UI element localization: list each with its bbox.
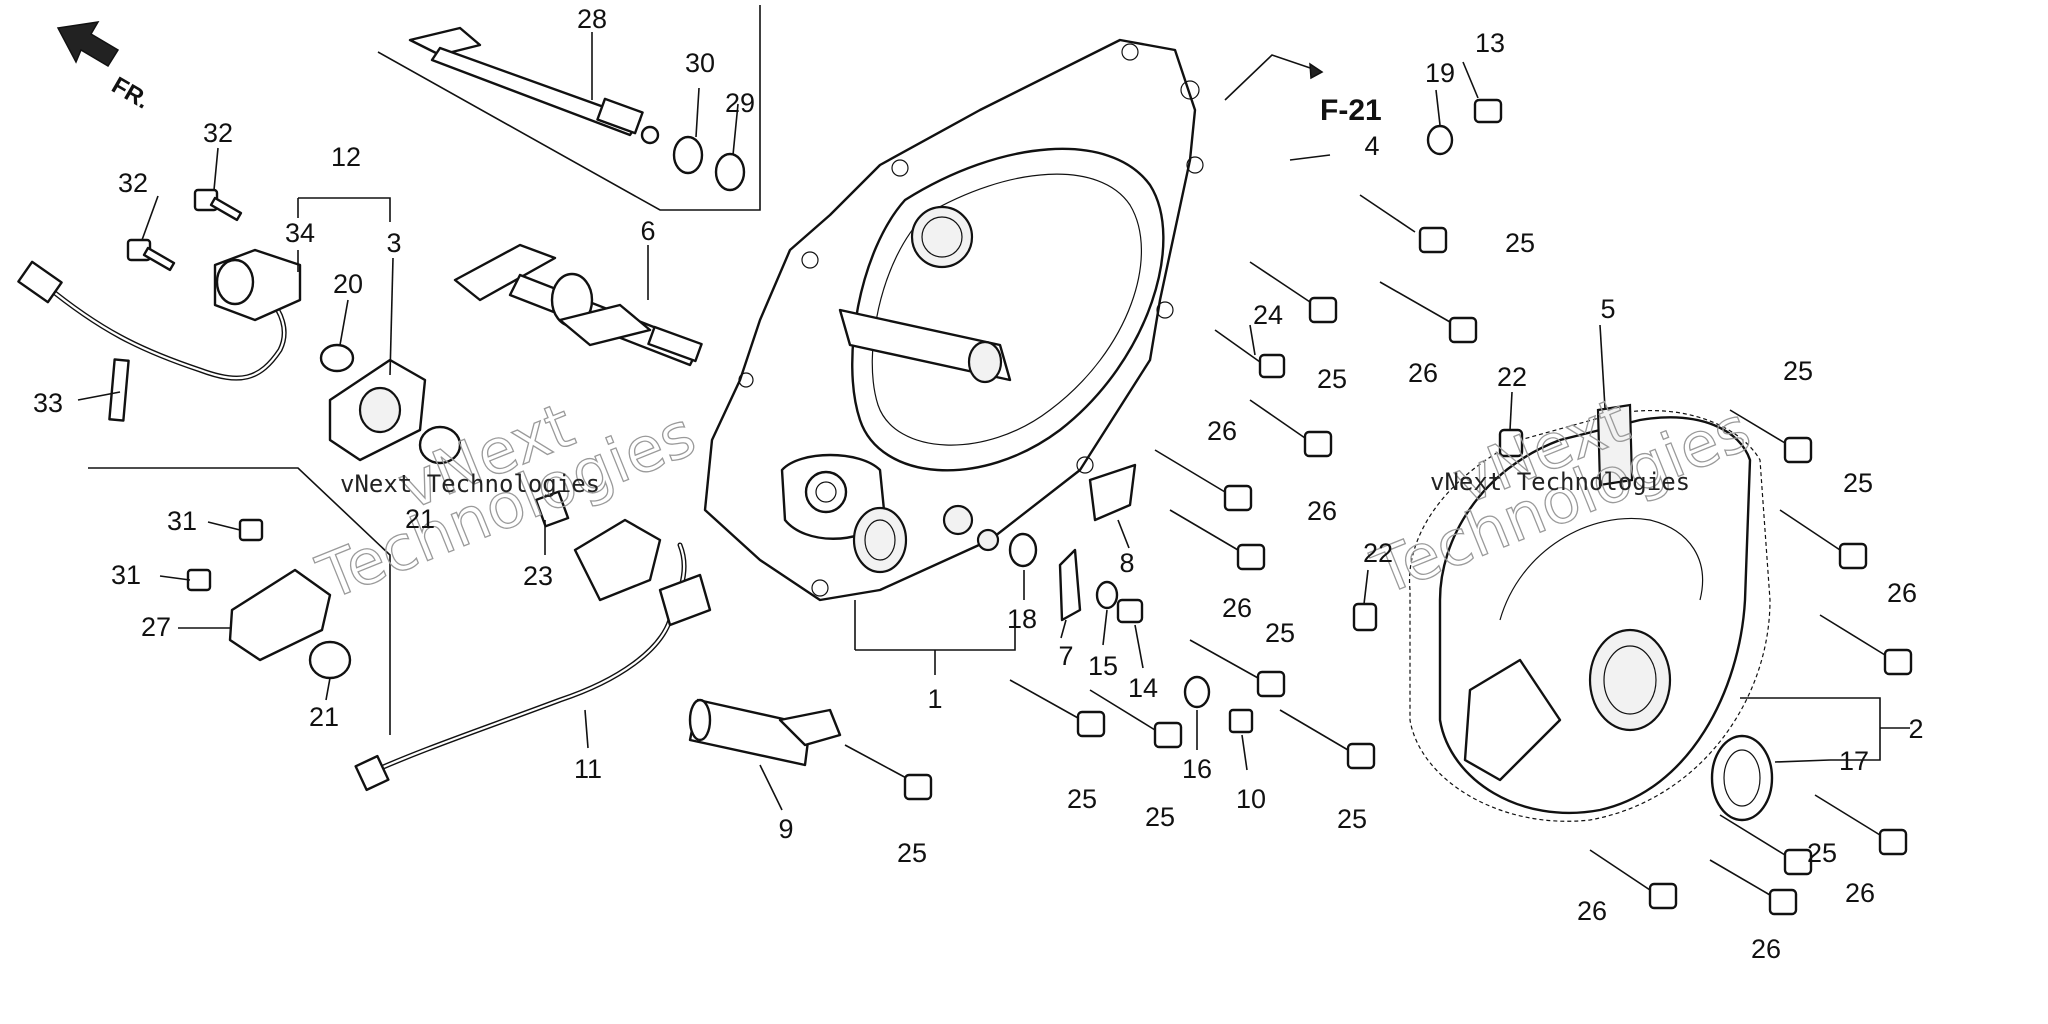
callout-20: 20 <box>333 269 363 299</box>
callout-13: 13 <box>1475 28 1505 58</box>
callout-10: 10 <box>1236 784 1266 814</box>
callout-7: 7 <box>1058 641 1073 671</box>
bolt-parts <box>844 194 1913 916</box>
callout-26-a: 26 <box>1408 358 1438 388</box>
callout-26-d: 26 <box>1222 593 1252 623</box>
callout-25-a: 25 <box>1505 228 1535 258</box>
callout-27: 27 <box>141 612 171 642</box>
callout-1: 1 <box>927 684 942 714</box>
callout-21-lower: 21 <box>309 702 339 732</box>
solenoid-part <box>354 490 712 792</box>
callout-17: 17 <box>1839 746 1869 776</box>
callout-26-h: 26 <box>1751 934 1781 964</box>
callout-12: 12 <box>331 142 361 172</box>
reference-label: F-21 <box>1320 94 1382 127</box>
callout-32-left: 32 <box>118 168 148 198</box>
watermark-small-left: vNext Technologies <box>340 470 600 498</box>
callout-33: 33 <box>33 388 63 418</box>
callout-26-e: 26 <box>1887 578 1917 608</box>
small-hardware-parts <box>1008 98 1503 734</box>
pipe-part <box>688 698 842 767</box>
callout-30: 30 <box>685 48 715 78</box>
callout-4: 4 <box>1364 131 1379 161</box>
main-housing-part <box>703 38 1204 602</box>
callout-25-j: 25 <box>1807 838 1837 868</box>
cover-plate-part <box>186 518 332 662</box>
collar-part <box>308 343 462 680</box>
section-dividers <box>88 5 761 735</box>
callout-21-upper: 21 <box>405 504 435 534</box>
callout-22-lower: 22 <box>1363 538 1393 568</box>
callout-labels: 28 30 29 32 32 12 34 3 20 6 33 21 31 31 … <box>33 4 1924 964</box>
watermark-small-right: vNext Technologies <box>1430 468 1690 496</box>
callout-32-top: 32 <box>203 118 233 148</box>
callout-25-g: 25 <box>897 838 927 868</box>
callout-34: 34 <box>285 218 315 248</box>
callout-25-e: 25 <box>1145 802 1175 832</box>
callout-26-c: 26 <box>1307 496 1337 526</box>
callout-11: 11 <box>574 754 602 784</box>
callout-22-upper: 22 <box>1497 362 1527 392</box>
shift-rod-part <box>408 26 660 145</box>
leader-lines <box>77 32 1910 811</box>
callout-25-b: 25 <box>1317 364 1347 394</box>
bracket-parts <box>1058 463 1137 622</box>
callout-9: 9 <box>778 814 793 844</box>
speed-sensor-part <box>17 248 302 422</box>
callout-26-f: 26 <box>1845 878 1875 908</box>
callout-18: 18 <box>1007 604 1037 634</box>
callout-5: 5 <box>1600 294 1615 324</box>
callout-6: 6 <box>640 216 655 246</box>
dowel-pin-parts <box>1352 428 1524 632</box>
callout-25-f: 25 <box>1337 804 1367 834</box>
front-direction-label: FR. <box>107 72 154 115</box>
callout-15: 15 <box>1088 651 1118 681</box>
callout-25-d: 25 <box>1067 784 1097 814</box>
callout-14: 14 <box>1128 673 1158 703</box>
callout-19: 19 <box>1425 58 1455 88</box>
callout-25-i: 25 <box>1843 468 1873 498</box>
callout-3: 3 <box>386 228 401 258</box>
reference-arrow-icon: F-21 <box>1224 54 1382 127</box>
shift-shaft-part <box>453 243 703 367</box>
callout-28: 28 <box>577 4 607 34</box>
callout-16: 16 <box>1182 754 1212 784</box>
callout-29: 29 <box>725 88 755 118</box>
callout-31-top: 31 <box>167 506 197 536</box>
bolt-32-parts <box>126 188 243 272</box>
callout-2: 2 <box>1908 714 1923 744</box>
callout-8: 8 <box>1119 548 1134 578</box>
callout-26-g: 26 <box>1577 896 1607 926</box>
front-direction-arrow-icon: FR. <box>56 21 154 115</box>
callout-24: 24 <box>1253 300 1283 330</box>
callout-25-h: 25 <box>1783 356 1813 386</box>
washer-29-30-parts <box>672 135 746 192</box>
callout-31-left: 31 <box>111 560 141 590</box>
callout-25-c: 25 <box>1265 618 1295 648</box>
callout-26-b: 26 <box>1207 416 1237 446</box>
rear-cover-part <box>1408 403 1774 822</box>
callout-23: 23 <box>523 561 553 591</box>
